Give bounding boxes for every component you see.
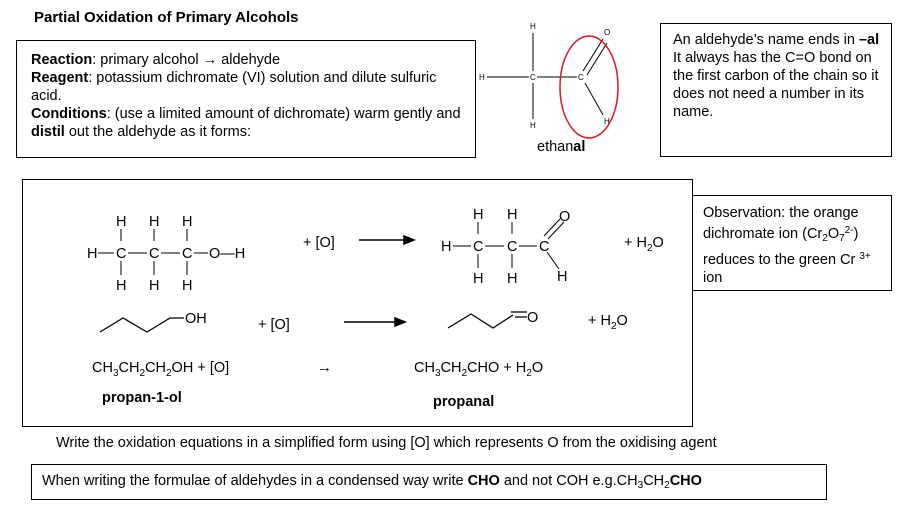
skeletal-propanol — [99, 317, 184, 333]
al-c1: C — [473, 239, 483, 255]
naming-line1: An aldehyde’s name ends in — [673, 32, 859, 48]
oxidant-2: + [O] — [258, 317, 290, 333]
skeletal-oh: OH — [185, 311, 207, 327]
al-h-aldehyde: H — [557, 269, 567, 285]
condensed-reactant: CH3CH2CH2OH + [O] — [92, 360, 229, 379]
al-h-top-2: H — [507, 207, 517, 223]
ethanal-name: ethanal — [537, 139, 585, 155]
al-c2: C — [507, 239, 517, 255]
reaction-label: Reaction — [31, 52, 93, 68]
reaction-info-box: Reaction: primary alcohol → aldehyde Rea… — [16, 40, 476, 158]
al-h-bot-2: H — [507, 271, 517, 287]
instruction-text: Write the oxidation equations in a simpl… — [56, 435, 717, 451]
al-h-bot-1: H — [473, 271, 483, 287]
atom-c1: C — [530, 73, 536, 82]
atom-h-top: H — [530, 22, 536, 31]
note-text: When writing the formulae of aldehydes i… — [42, 473, 468, 489]
reagent-text: : potassium dichromate (VI) solution and… — [31, 70, 437, 104]
oxidant-1: + [O] — [303, 235, 335, 251]
ol-c1: C — [116, 246, 126, 262]
water-1: + H2O — [624, 235, 664, 254]
conditions-text-end: out the aldehyde as it forms: — [64, 124, 252, 140]
observation-text: Observation: the orange dichromate ion (… — [703, 205, 859, 242]
equations-diagram: H H H H C C C O—H H H H + [O] H H H C C … — [87, 207, 664, 410]
reagent-label: Reagent — [31, 70, 89, 86]
observation-box: Observation: the orange dichromate ion (… — [692, 195, 892, 291]
condensed-arrow: → — [317, 359, 332, 376]
atom-h-aldehyde: H — [604, 117, 610, 126]
naming-line2: It always has the C=O bond on the first … — [673, 50, 879, 120]
reaction-text: : primary alcohol → aldehyde — [92, 52, 281, 68]
ol-h-left: H — [87, 246, 97, 262]
ol-c3: C — [182, 246, 192, 262]
water-2: + H2O — [588, 313, 628, 332]
al-o: O — [559, 209, 570, 225]
aldehyde-formula-note: When writing the formulae of aldehydes i… — [31, 464, 827, 500]
atom-o: O — [604, 28, 610, 37]
aldehyde-naming-box: An aldehyde’s name ends in –al It always… — [660, 23, 892, 157]
equations-box — [22, 179, 693, 427]
ol-c2: C — [149, 246, 159, 262]
skeletal-propanal — [447, 311, 527, 329]
conditions-bold: distil — [31, 124, 65, 140]
skeletal-o: O — [527, 310, 538, 326]
al-h-left: H — [441, 239, 451, 255]
ol-h-bot-3: H — [182, 278, 192, 294]
ol-h-top-2: H — [149, 214, 159, 230]
ol-h-top-1: H — [116, 214, 126, 230]
ol-h-bot-2: H — [149, 278, 159, 294]
conditions-label: Conditions — [31, 106, 107, 122]
conditions-text: : (use a limited amount of dichromate) w… — [106, 106, 461, 122]
reactant-name: propan-1-ol — [102, 390, 182, 406]
aldehyde-group-highlight — [559, 35, 619, 139]
atom-h-bottom: H — [530, 121, 536, 130]
al-c3: C — [539, 239, 549, 255]
atom-h-left: H — [479, 73, 485, 82]
product-name: propanal — [433, 394, 494, 410]
ol-h-top-3: H — [182, 214, 192, 230]
ol-h-bot-1: H — [116, 278, 126, 294]
page-title: Partial Oxidation of Primary Alcohols — [34, 9, 299, 26]
al-h-top-1: H — [473, 207, 483, 223]
naming-suffix: –al — [858, 32, 880, 48]
condensed-product: CH3CH2CHO + H2O — [414, 360, 543, 379]
ol-oh: O—H — [209, 246, 245, 262]
ethanal-structure: H H C C H O H ethanal — [479, 22, 619, 155]
atom-c2: C — [578, 73, 584, 82]
